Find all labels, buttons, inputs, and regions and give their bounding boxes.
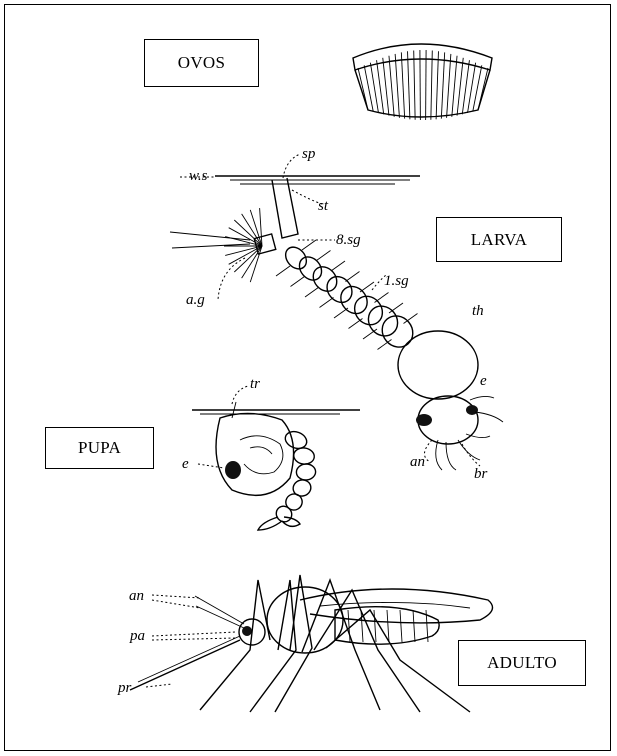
egg-stroke bbox=[389, 56, 394, 117]
label-palp: pa bbox=[129, 628, 145, 644]
label-segment-8: 8.sg bbox=[336, 232, 361, 248]
egg-stroke bbox=[414, 50, 415, 119]
stage-label-ovos: OVOS bbox=[144, 39, 259, 87]
egg-stroke bbox=[457, 58, 463, 116]
egg-stroke bbox=[447, 54, 451, 118]
larva-seta bbox=[349, 319, 363, 329]
pupa-segment bbox=[283, 491, 305, 513]
larva-seta bbox=[346, 272, 360, 282]
pupa-segment bbox=[293, 447, 316, 466]
stage-label-adulto: ADULTO bbox=[458, 640, 586, 686]
larva-seta bbox=[334, 308, 348, 318]
egg-stroke bbox=[383, 58, 389, 116]
label-thorax: th bbox=[472, 303, 484, 319]
label-brush: br bbox=[474, 466, 488, 482]
label-siphon-st: st bbox=[318, 198, 329, 214]
egg-stroke bbox=[395, 54, 399, 118]
pupa-segment bbox=[273, 503, 295, 525]
pupa-segment bbox=[296, 463, 316, 480]
label-water-surface: w.s bbox=[189, 168, 208, 184]
stage-label-larva: LARVA bbox=[436, 217, 562, 262]
abdomen-segment-line bbox=[400, 610, 402, 642]
larva-illustration bbox=[170, 154, 503, 470]
egg-stroke bbox=[436, 51, 438, 119]
label-trumpet: tr bbox=[250, 376, 260, 392]
larva-seta bbox=[331, 261, 345, 271]
larva-seta bbox=[305, 287, 319, 297]
abdomen-segment-line bbox=[387, 610, 389, 642]
larva-seta bbox=[291, 277, 305, 287]
larva-seta bbox=[302, 240, 316, 250]
abdomen-segment-line bbox=[374, 610, 376, 642]
label-spiracle: sp bbox=[302, 146, 316, 162]
larva-seta bbox=[276, 266, 290, 276]
stage-label-pupa: PUPA bbox=[45, 427, 154, 469]
label-anal-gills: a.g bbox=[186, 292, 205, 308]
larva-seta bbox=[363, 329, 377, 339]
larva-seta bbox=[375, 293, 389, 303]
label-larva-eye: e bbox=[480, 373, 487, 389]
egg-stroke bbox=[358, 68, 368, 110]
egg-raft-illustration bbox=[353, 44, 492, 120]
pupa-segment bbox=[291, 478, 313, 498]
egg-stroke bbox=[431, 50, 432, 119]
label-larva-antenna: an bbox=[410, 454, 425, 470]
egg-stroke bbox=[452, 56, 457, 117]
pupa-illustration bbox=[192, 386, 360, 530]
egg-stroke bbox=[478, 68, 488, 110]
label-proboscis: pr bbox=[117, 680, 132, 696]
egg-stroke bbox=[408, 51, 410, 119]
egg-stroke bbox=[441, 52, 444, 118]
larva-seta bbox=[389, 303, 403, 313]
adult-mosquito-illustration bbox=[130, 575, 493, 712]
label-segment-1: 1.sg bbox=[384, 273, 409, 289]
label-adult-antenna: an bbox=[129, 588, 144, 604]
label-pupa-eye: e bbox=[182, 456, 189, 472]
egg-stroke bbox=[401, 52, 404, 118]
larva-seta bbox=[320, 298, 334, 308]
larva-seta bbox=[317, 251, 331, 261]
larva-seta bbox=[360, 282, 374, 292]
abdomen-segment-line bbox=[413, 610, 415, 642]
